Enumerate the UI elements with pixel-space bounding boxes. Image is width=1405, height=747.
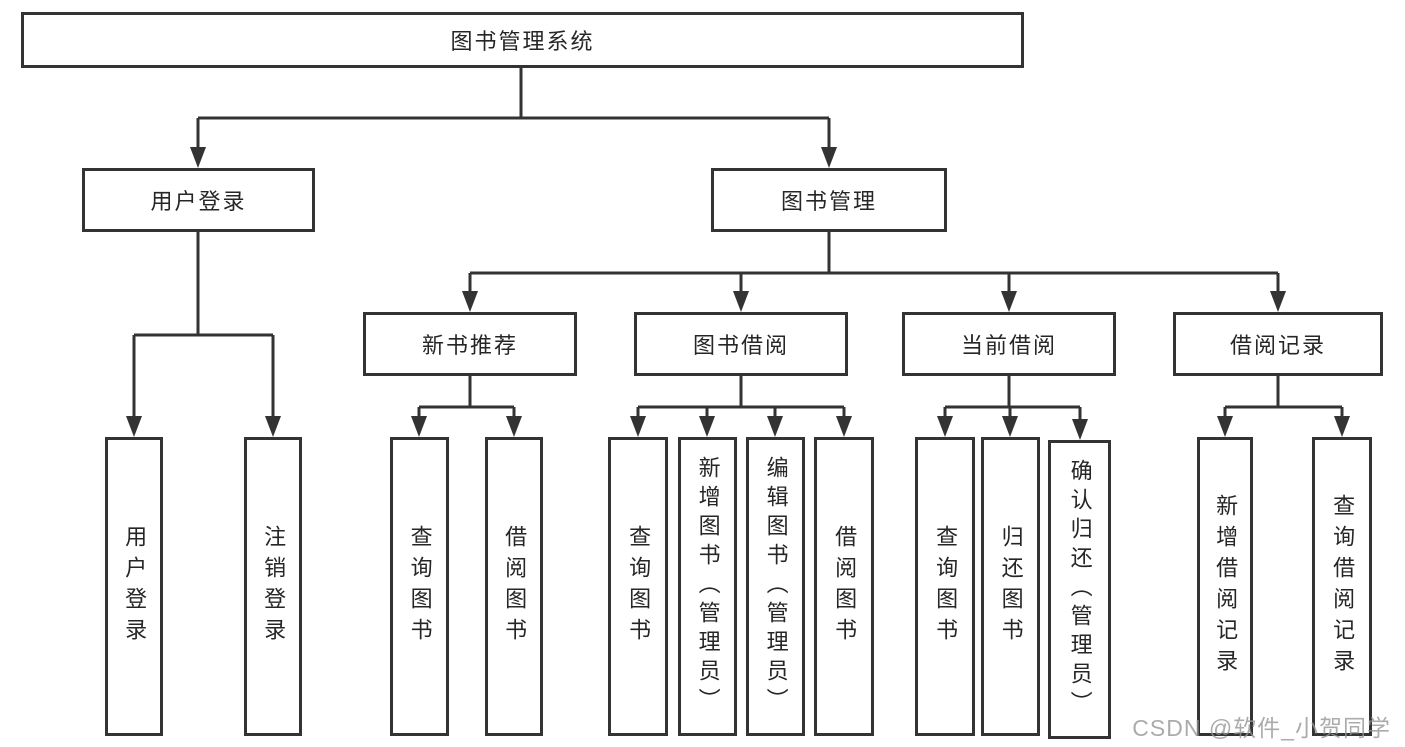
leaf-add-borrow-record: 新增借阅记录 (1197, 437, 1253, 736)
leaf-add-books-admin: 新增图书（管理员） (678, 437, 737, 736)
leaf-label: 借阅图书 (502, 524, 528, 649)
leaf-confirm-return-admin: 确认归还（管理员） (1048, 440, 1111, 739)
leaf-label: 确认归还（管理员） (1067, 459, 1093, 720)
arrowhead (836, 416, 852, 437)
node-label: 借阅记录 (1229, 333, 1326, 358)
connector-root-to-level2 (196, 68, 831, 150)
node-current-borrowing: 当前借阅 (902, 312, 1116, 376)
arrowhead (767, 416, 783, 437)
leaf-borrow-books-recommend: 借阅图书 (485, 437, 543, 736)
node-system-root: 图书管理系统 (21, 12, 1024, 68)
leaf-logout: 注销登录 (244, 437, 302, 736)
leaf-label: 查询借阅记录 (1330, 493, 1356, 680)
arrowhead (1002, 416, 1018, 437)
arrowhead (1270, 291, 1286, 312)
node-label: 用户登录 (150, 189, 247, 214)
connector-current-to-leaves (943, 376, 1082, 423)
leaf-label: 查询图书 (933, 524, 959, 649)
node-label: 图书借阅 (692, 333, 789, 358)
leaf-label: 注销登录 (261, 524, 287, 649)
connector-login-to-leaves (132, 232, 275, 420)
arrowhead (265, 416, 281, 437)
leaf-user-login: 用户登录 (105, 437, 163, 736)
node-user-login: 用户登录 (82, 168, 315, 232)
leaf-label: 查询图书 (407, 524, 433, 649)
node-book-management: 图书管理 (711, 168, 947, 232)
arrowhead (630, 416, 646, 437)
leaf-return-books: 归还图书 (981, 437, 1040, 736)
leaf-label: 新增图书（管理员） (695, 456, 721, 717)
leaf-query-books-current: 查询图书 (915, 437, 975, 736)
arrowhead (411, 416, 427, 437)
connector-mgmt-to-level3 (468, 232, 1280, 295)
arrowhead (126, 416, 142, 437)
arrowhead (699, 416, 715, 437)
arrowhead (1334, 416, 1350, 437)
connector-newbooks-to-leaves (417, 376, 516, 420)
arrowhead (1217, 416, 1233, 437)
arrowhead (733, 291, 749, 312)
leaf-label: 编辑图书（管理员） (763, 456, 789, 717)
leaf-label: 归还图书 (998, 524, 1024, 649)
leaf-query-books-recommend: 查询图书 (390, 437, 449, 736)
connector-records-to-leaves (1223, 376, 1344, 420)
leaf-label: 查询图书 (626, 524, 652, 649)
arrowhead (937, 416, 953, 437)
arrowhead (1072, 419, 1088, 440)
arrowhead (190, 147, 206, 168)
node-new-book-recommendation: 新书推荐 (363, 312, 577, 376)
node-label: 当前借阅 (960, 333, 1057, 358)
leaf-query-borrow-record: 查询借阅记录 (1312, 437, 1372, 736)
leaf-label: 借阅图书 (832, 524, 858, 649)
arrowhead (506, 416, 522, 437)
node-label: 新书推荐 (421, 333, 518, 358)
arrowhead (1001, 291, 1017, 312)
leaf-edit-books-admin: 编辑图书（管理员） (746, 437, 805, 736)
node-label: 图书管理 (780, 189, 877, 214)
connector-borrow-to-leaves (636, 376, 846, 420)
csdn-watermark: CSDN @软件_小贺同学 (1132, 715, 1391, 741)
leaf-borrow-books: 借阅图书 (814, 437, 874, 736)
leaf-query-books-borrow: 查询图书 (608, 437, 668, 736)
node-book-borrowing: 图书借阅 (634, 312, 848, 376)
node-label: 图书管理系统 (450, 29, 595, 54)
leaf-label: 用户登录 (122, 524, 148, 649)
arrowhead (821, 147, 837, 168)
node-borrowing-records: 借阅记录 (1173, 312, 1383, 376)
arrowhead (462, 291, 478, 312)
leaf-label: 新增借阅记录 (1213, 493, 1239, 680)
